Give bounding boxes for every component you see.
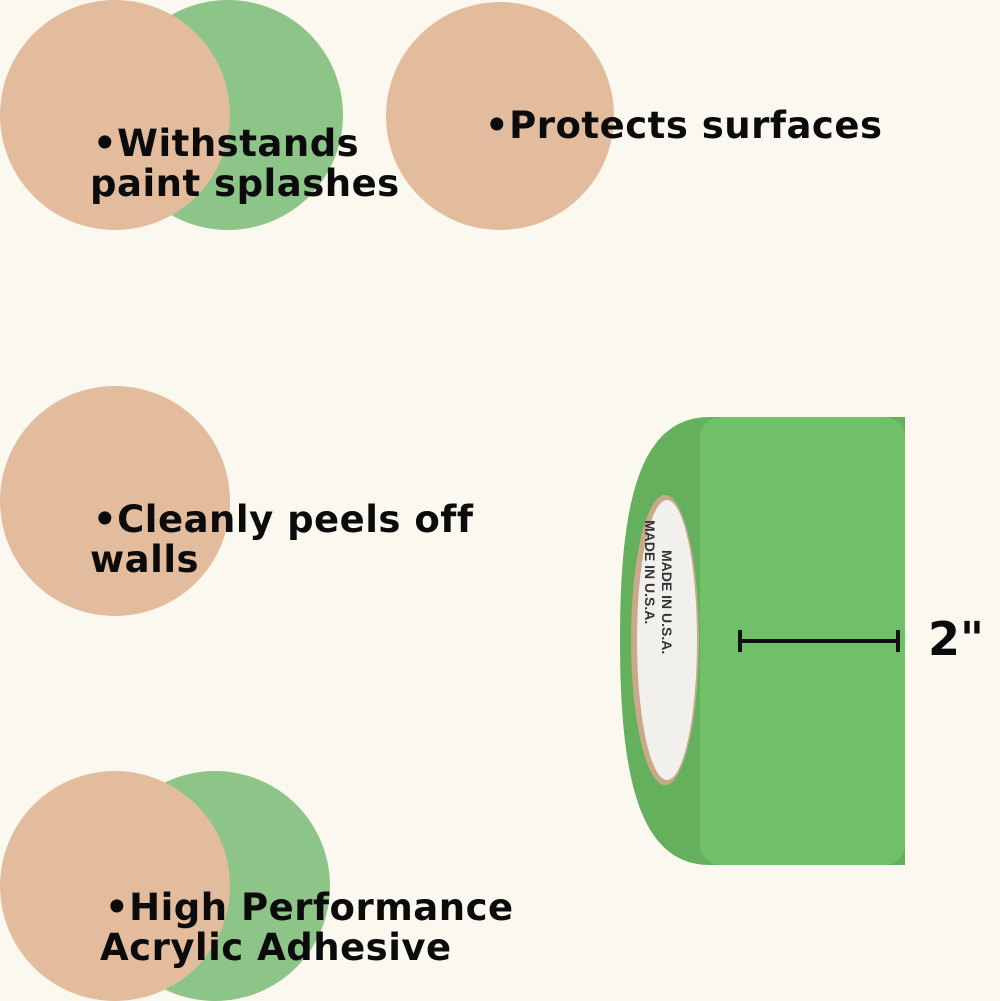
tape-core xyxy=(637,500,697,780)
decor-circle-peach xyxy=(0,386,230,616)
feature-line: •Cleanly peels off xyxy=(93,498,474,541)
core-print: MADE IN U.S.A. xyxy=(642,520,658,624)
feature-protects-surfaces: •Protects surfaces xyxy=(485,106,882,146)
core-print: MADE IN U.S.A. xyxy=(659,550,675,654)
feature-cleanly-peels: •Cleanly peels off walls xyxy=(90,500,473,580)
feature-line: Acrylic Adhesive xyxy=(100,926,452,969)
feature-acrylic-adhesive: •High Performance Acrylic Adhesive xyxy=(100,888,514,968)
decor-circle-peach xyxy=(0,771,230,1001)
feature-line: •High Performance xyxy=(105,886,514,929)
feature-line: walls xyxy=(90,538,200,581)
feature-line: •Protects surfaces xyxy=(485,104,883,147)
feature-withstands-paint: •Withstands paint splashes xyxy=(90,124,400,204)
width-label: 2" xyxy=(928,612,984,666)
tape-roll-image: MADE IN U.S.A. MADE IN U.S.A. xyxy=(620,417,905,865)
feature-line: •Withstands xyxy=(93,122,360,165)
decor-circle-peach xyxy=(386,2,614,230)
decor-circle-peach xyxy=(0,0,230,230)
feature-line: paint splashes xyxy=(90,162,400,205)
